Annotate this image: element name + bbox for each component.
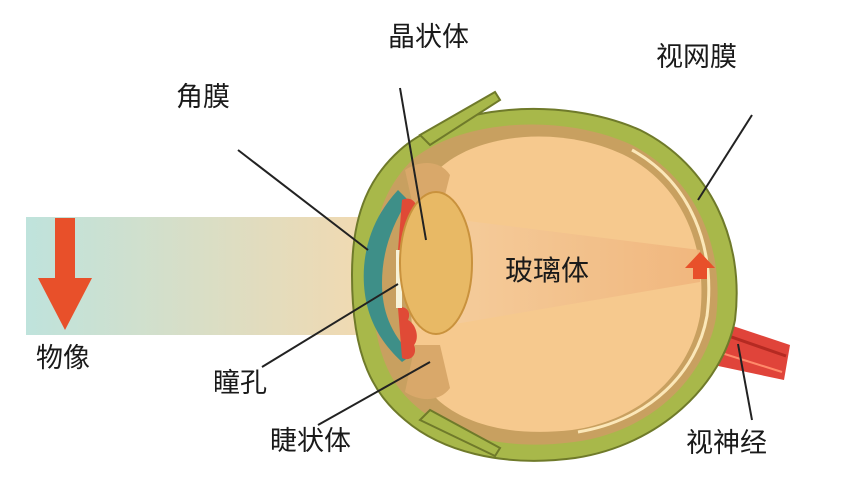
- optic-nerve-label: 视神经: [686, 428, 767, 459]
- light-beam: [26, 217, 371, 335]
- cornea: [363, 190, 412, 362]
- object-image-label: 物像: [36, 343, 90, 374]
- lens-label: 晶状体: [388, 22, 469, 53]
- ciliary-body-lower: [405, 345, 450, 400]
- lens-leader: [399, 87, 427, 241]
- lower-muscle: [418, 408, 502, 458]
- down-arrow-icon: [38, 218, 92, 330]
- retina-leader: [697, 114, 753, 201]
- retina-label: 视网膜: [656, 42, 737, 73]
- ciliary-body-leader: [317, 361, 431, 426]
- light-cone: [420, 215, 700, 330]
- pupil-leader: [261, 283, 399, 368]
- lens: [399, 191, 473, 335]
- cornea-leader: [237, 149, 369, 251]
- upper-muscle: [418, 90, 502, 147]
- optic-nerve-leader: [737, 343, 753, 421]
- leader-lines: [237, 87, 753, 426]
- ciliary-body-label: 睫状体: [270, 426, 351, 457]
- vitreous-label: 玻璃体: [505, 254, 590, 287]
- pupil-label: 瞳孔: [213, 368, 267, 399]
- up-arrow-icon: [685, 252, 715, 279]
- pupil: [396, 250, 402, 308]
- cornea-label: 角膜: [176, 82, 230, 113]
